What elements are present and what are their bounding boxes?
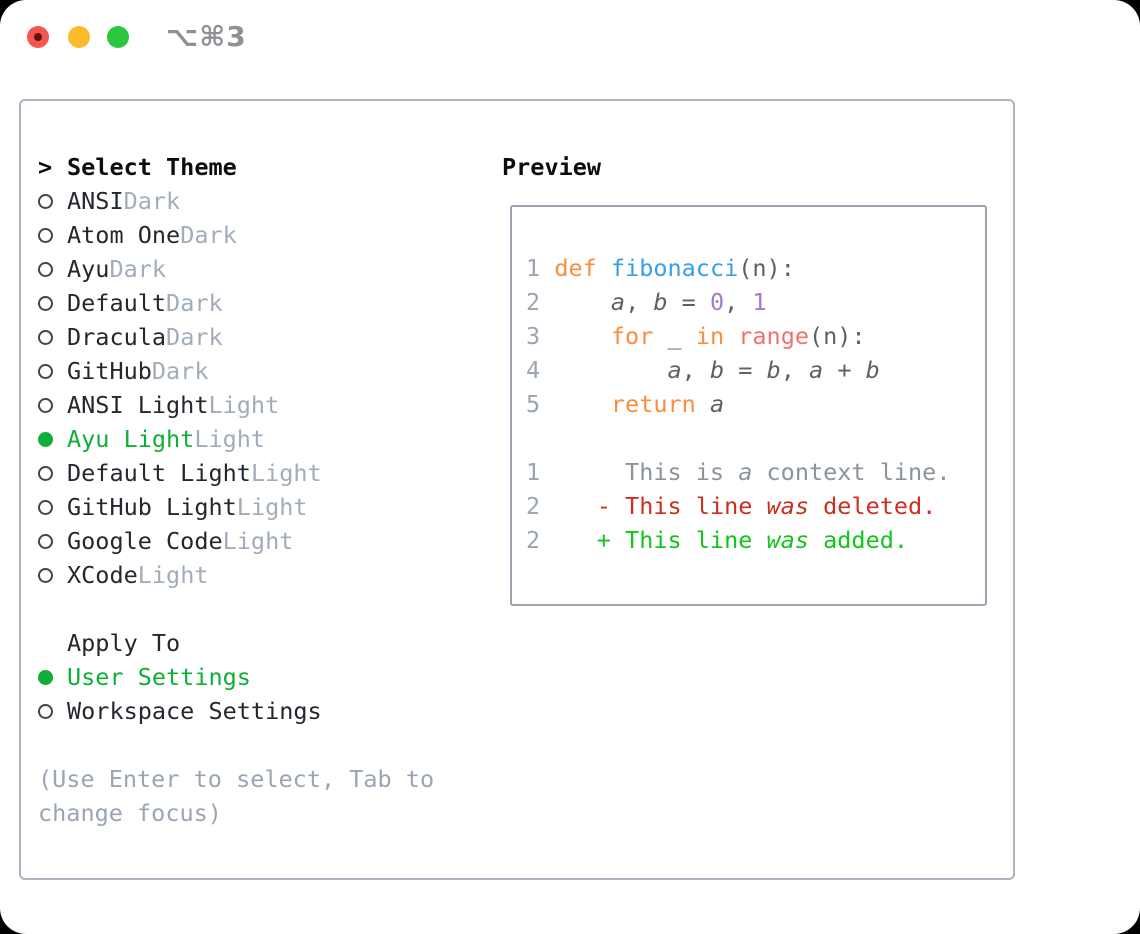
theme-option-github-light-light[interactable]: GitHub Light Light	[38, 490, 434, 524]
option-variant-label: Dark	[166, 323, 223, 351]
gutter	[38, 465, 67, 481]
option-variant-label: Dark	[123, 187, 181, 215]
code-line: 5 return a	[526, 390, 725, 418]
code-line: 2 + This line was added.	[526, 526, 909, 554]
select-theme-label: Select Theme	[67, 153, 237, 181]
option-label: Atom One	[67, 221, 181, 249]
theme-option-ansi-dark[interactable]: ANSI Dark	[38, 184, 434, 218]
theme-option-atom-one-dark[interactable]: Atom One Dark	[38, 218, 434, 252]
theme-option-dracula-dark[interactable]: Dracula Dark	[38, 320, 434, 354]
option-variant-label: Light	[208, 391, 280, 419]
option-label: Ayu Light	[67, 425, 195, 453]
option-label: Google Code	[67, 527, 223, 555]
code-line	[526, 421, 979, 455]
zoom-button[interactable]	[107, 26, 129, 48]
gutter	[38, 499, 67, 515]
code-line: 1 def fibonacci(n):	[526, 254, 795, 282]
preview-heading: Preview	[502, 153, 602, 181]
theme-option-ansi-light-light[interactable]: ANSI Light Light	[38, 388, 434, 422]
gutter	[38, 533, 67, 549]
radio-icon	[38, 295, 53, 311]
radio-icon	[38, 397, 53, 413]
theme-option-ayu-light-light[interactable]: Ayu Light Light	[38, 422, 434, 456]
radio-icon	[38, 567, 53, 583]
option-label: Default	[67, 289, 167, 317]
gutter	[38, 227, 67, 243]
apply-to-label: Apply To	[67, 629, 181, 657]
theme-option-default-light-light[interactable]: Default Light Light	[38, 456, 434, 490]
theme-option-xcode-light[interactable]: XCode Light	[38, 558, 434, 592]
theme-option-ayu-dark[interactable]: Ayu Dark	[38, 252, 434, 286]
gutter	[38, 669, 67, 685]
radio-icon	[38, 193, 53, 209]
window-title: ⌥⌘3	[166, 20, 247, 53]
radio-icon	[38, 499, 53, 515]
preview-code: 1 def fibonacci(n): 2 a, b = 0, 1 3 for _ …	[526, 251, 979, 557]
apply-option-user-settings[interactable]: User Settings	[38, 660, 434, 694]
code-line: 4 a, b = b, a + b	[526, 356, 880, 384]
radio-icon	[38, 533, 53, 549]
apply-to-heading: Apply To	[38, 626, 434, 660]
code-line: 2 a, b = 0, 1	[526, 288, 767, 316]
spacer	[38, 592, 434, 626]
radio-icon	[38, 465, 53, 481]
option-label: User Settings	[67, 663, 251, 691]
option-label: ANSI Light	[67, 391, 209, 419]
close-button[interactable]	[27, 26, 49, 48]
gutter	[38, 193, 67, 209]
option-label: ANSI	[67, 187, 124, 215]
option-label: Ayu	[67, 255, 110, 283]
usage-hint: (Use Enter to select, Tab to change focu…	[38, 762, 434, 830]
gutter	[38, 567, 67, 583]
apply-option-workspace-settings[interactable]: Workspace Settings	[38, 694, 434, 728]
radio-icon	[38, 703, 53, 719]
option-label: XCode	[67, 561, 138, 589]
option-variant-label: Dark	[180, 221, 237, 249]
option-variant-label: Dark	[109, 255, 167, 283]
gutter	[38, 295, 67, 311]
usage-hint-line-2: change focus)	[38, 799, 222, 827]
minimize-button[interactable]	[68, 26, 90, 48]
code-line: 3 for _ in range(n):	[526, 322, 866, 350]
radio-icon	[38, 261, 53, 277]
theme-option-default-dark[interactable]: Default Dark	[38, 286, 434, 320]
theme-option-github-dark[interactable]: GitHub Dark	[38, 354, 434, 388]
preview-box: 1 def fibonacci(n): 2 a, b = 0, 1 3 for _ …	[510, 205, 987, 606]
radio-selected-icon	[38, 669, 53, 685]
gutter	[38, 397, 67, 413]
gutter	[38, 261, 67, 277]
option-variant-label: Light	[222, 527, 294, 555]
radio-icon	[38, 329, 53, 345]
select-theme-heading: > Select Theme	[38, 150, 434, 184]
option-variant-label: Light	[194, 425, 266, 453]
option-label: Workspace Settings	[67, 697, 322, 725]
option-variant-label: Light	[137, 561, 209, 589]
gutter	[38, 703, 67, 719]
option-variant-label: Dark	[166, 289, 223, 317]
option-variant-label: Light	[236, 493, 308, 521]
option-label: GitHub	[67, 357, 152, 385]
selection-prompt-icon: >	[38, 153, 53, 181]
option-label: Dracula	[67, 323, 167, 351]
radio-selected-icon	[38, 431, 53, 447]
gutter	[38, 431, 67, 447]
spacer	[38, 728, 434, 762]
option-variant-label: Dark	[151, 357, 209, 385]
gutter	[38, 363, 67, 379]
code-line: 2 - This line was deleted.	[526, 492, 937, 520]
radio-icon	[38, 363, 53, 379]
option-label: GitHub Light	[67, 493, 237, 521]
radio-icon	[38, 227, 53, 243]
gutter	[38, 329, 67, 345]
option-label: Default Light	[67, 459, 251, 487]
usage-hint-line-1: (Use Enter to select, Tab to	[38, 765, 435, 793]
option-variant-label: Light	[250, 459, 322, 487]
code-line: 1 This is a context line.	[526, 458, 951, 486]
theme-option-google-code-light[interactable]: Google Code Light	[38, 524, 434, 558]
